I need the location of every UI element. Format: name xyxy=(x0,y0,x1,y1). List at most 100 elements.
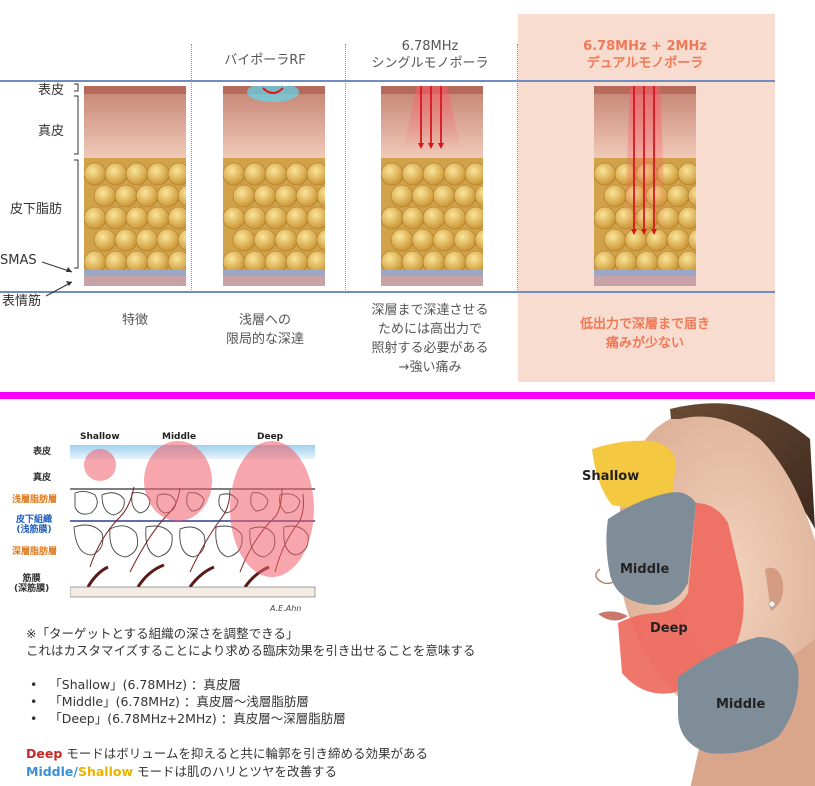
fat-cell xyxy=(316,229,325,251)
fat-cell xyxy=(635,250,659,274)
fat-cell xyxy=(114,228,138,252)
caption-single-line: ためには高出力で xyxy=(377,322,482,337)
fat-cell xyxy=(603,184,627,208)
fat-cell xyxy=(666,228,690,252)
fat-cell xyxy=(422,162,446,186)
fat-cell xyxy=(432,184,456,208)
dlabel-text: 表皮 xyxy=(33,447,52,457)
layer-label-muscle: 表情筋 xyxy=(2,294,42,309)
dlabel-deep-fat: 深層脂肪層 xyxy=(12,547,57,557)
dlabel-text: (深筋膜) xyxy=(14,584,50,594)
fat-cell xyxy=(223,162,246,186)
skin-panel xyxy=(594,86,696,286)
fat-cell xyxy=(114,184,138,208)
bottom-rule xyxy=(0,291,775,293)
muscle-layer xyxy=(594,276,696,286)
fat-cell xyxy=(453,228,477,252)
header-single-line1: 6.78MHz xyxy=(401,39,459,54)
diagram-head-deep: Deep xyxy=(257,432,284,442)
tissue-depth-diagram xyxy=(70,441,316,598)
fat-cell xyxy=(316,185,325,207)
fat-cell xyxy=(146,162,170,186)
skin-cross-section xyxy=(381,86,483,286)
rf-arrow-head xyxy=(428,143,434,149)
caption-dual: 低出力で深層まで届き 痛みが少ない xyxy=(545,315,745,353)
fat-cell xyxy=(443,250,467,274)
shallow-zone-circle xyxy=(84,449,116,481)
skin-cross-section xyxy=(84,86,186,286)
caption-single-line: 照射する必要がある xyxy=(371,341,489,356)
fat-cell xyxy=(656,250,680,274)
fat-cell xyxy=(422,250,446,274)
fat-cell xyxy=(306,162,325,186)
fat-cell xyxy=(146,250,170,274)
fat-cell xyxy=(177,185,186,207)
fat-cell xyxy=(687,185,696,207)
muscle-layer xyxy=(381,276,483,286)
fat-cell xyxy=(274,228,298,252)
header-dual-line1: 6.78MHz + 2MHz xyxy=(583,39,707,54)
header-bipolar-line1: バイポーラRF xyxy=(224,53,306,68)
fat-cell xyxy=(243,162,267,186)
bullet-text: 「Middle」(6.78MHz) ：真皮層～浅層脂肪層 xyxy=(49,694,309,709)
depth-modes-section: Shallow Middle Deep A.E.Ahn 表皮 真皮 浅層脂肪層 … xyxy=(0,399,815,786)
dlabel-epidermis: 表皮 xyxy=(33,447,51,457)
rf-arrow-head xyxy=(418,143,424,149)
layer-label-epidermis: 表皮 xyxy=(38,83,65,98)
column-divider xyxy=(191,44,192,292)
fat-cell xyxy=(401,250,425,274)
fat-cell xyxy=(84,250,107,274)
fat-cell xyxy=(594,162,617,186)
fat-cell xyxy=(232,228,256,252)
fat-cell xyxy=(381,162,404,186)
bullet-middle: • 「Middle」(6.78MHz) ：真皮層～浅層脂肪層 xyxy=(30,694,309,709)
skin-panel xyxy=(223,86,325,286)
deep-fascia-band xyxy=(70,586,316,598)
summary-text: モードはボリュームを抑えると共に輪郭を引き締める効果がある xyxy=(62,746,429,761)
header-single-monopolar: 6.78MHz シングルモノポーラ xyxy=(350,38,510,72)
summary-deep: Deep モードはボリュームを抑えると共に輪郭を引き締める効果がある xyxy=(26,743,428,762)
smas-layer xyxy=(381,270,483,276)
bullet-shallow: • 「Shallow」(6.78MHz) ：真皮層 xyxy=(30,677,241,692)
fat-cell xyxy=(135,184,159,208)
fat-cell xyxy=(295,184,319,208)
fat-cell xyxy=(464,162,483,186)
skin-panel xyxy=(381,86,483,286)
fat-cell xyxy=(614,250,638,274)
layer-label-subcutaneous-fat: 皮下脂肪 xyxy=(10,202,63,217)
fat-cell xyxy=(474,185,483,207)
dermis-layer xyxy=(84,94,186,158)
header-dual-monopolar: 6.78MHz + 2MHz デュアルモノポーラ xyxy=(560,38,730,72)
fat-cell xyxy=(422,206,446,230)
dermis-layer xyxy=(223,94,325,158)
earring xyxy=(768,600,776,608)
fat-cell xyxy=(295,228,319,252)
bullet-deep: • 「Deep」(6.78MHz+2MHz) ：真皮層～深層脂肪層 xyxy=(30,711,346,726)
layer-label-dermis: 真皮 xyxy=(38,124,65,139)
fat-cell xyxy=(232,184,256,208)
fat-cell xyxy=(125,250,149,274)
fat-cell xyxy=(264,206,288,230)
fat-cell xyxy=(223,206,246,230)
note-line-1: ※「ターゲットとする組織の深さを調整できる」 xyxy=(26,626,299,641)
caption-dual-line: 低出力で深層まで届き xyxy=(579,317,710,332)
fat-cell xyxy=(167,162,186,186)
zone-deep xyxy=(618,503,744,694)
summary-middle-shallow: Middle/Shallow モードは肌のハリとツヤを改善する xyxy=(26,761,337,780)
fat-cell xyxy=(285,250,309,274)
zone-label-shallow: Shallow xyxy=(582,469,640,484)
ear xyxy=(765,567,784,611)
caption-bipolar-line: 浅層への xyxy=(238,313,291,328)
dlabel-dermis: 真皮 xyxy=(33,473,51,483)
fat-cell xyxy=(274,184,298,208)
zone-shallow xyxy=(592,440,676,508)
skin-panel xyxy=(84,86,186,286)
diagram-head-middle: Middle xyxy=(162,432,197,442)
fat-cell xyxy=(84,206,107,230)
fat-cell xyxy=(401,206,425,230)
fat-cell xyxy=(381,206,404,230)
dlabel-text: 深層脂肪層 xyxy=(12,547,58,557)
fat-cell xyxy=(443,162,467,186)
caption-feature-line: 特徴 xyxy=(121,313,148,328)
fat-cell xyxy=(432,228,456,252)
